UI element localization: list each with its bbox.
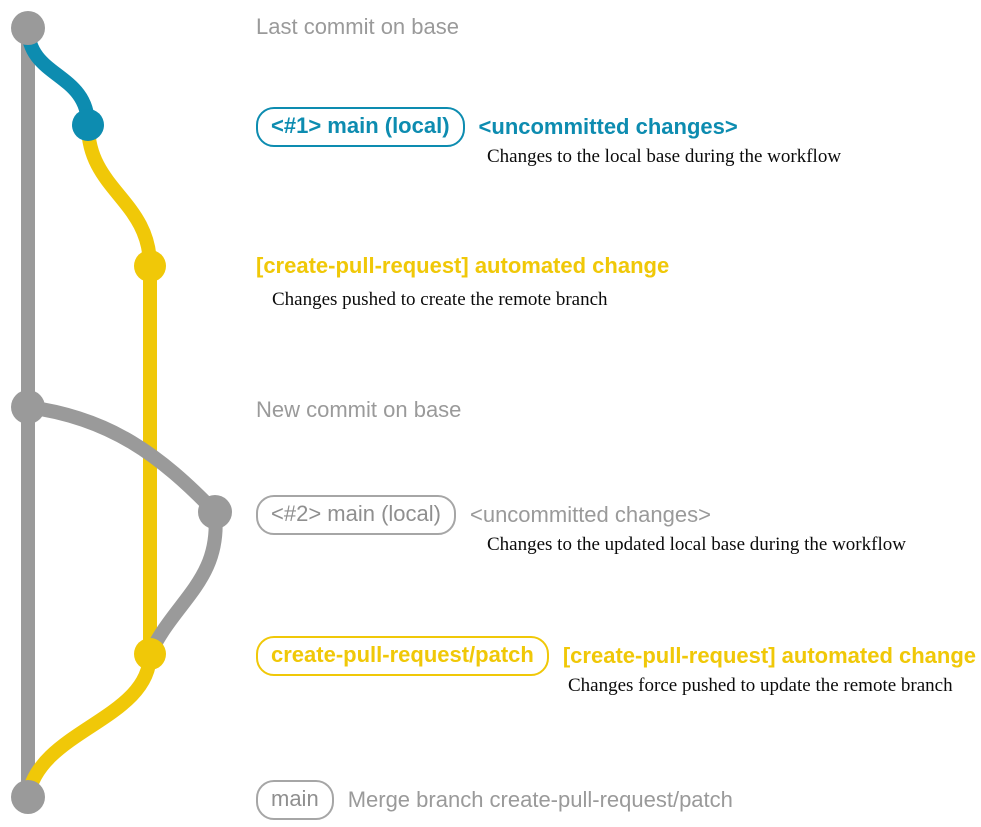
label-automated-change-1: [create-pull-request] automated change — [256, 253, 670, 278]
commit-node-merge[interactable] — [11, 780, 45, 814]
edge-local-branch — [21, 21, 95, 132]
badge-main-local-2[interactable]: <#2> main (local) — [256, 495, 456, 535]
message-uncommitted-changes-1: <uncommitted changes> — [478, 114, 738, 139]
note-updated-local-base-changes: Changes to the updated local base during… — [487, 534, 906, 555]
label-new-commit-on-base: New commit on base — [256, 397, 462, 422]
row-merge-commit: main Merge branch create-pull-request/pa… — [256, 780, 733, 820]
badge-main-local-1[interactable]: <#1> main (local) — [256, 107, 465, 147]
badge-main[interactable]: main — [256, 780, 334, 820]
commit-node-local-1[interactable] — [72, 109, 104, 141]
note-local-base-changes: Changes to the local base during the wor… — [487, 146, 842, 167]
edge-patch-from-local — [81, 118, 157, 273]
commit-node-local-2[interactable] — [198, 495, 232, 529]
commit-node-base-top[interactable] — [11, 11, 45, 45]
edge-patch-merge-to-main — [21, 647, 157, 804]
message-automated-change-2: [create-pull-request] automated change — [562, 643, 977, 668]
badge-create-pull-request-patch[interactable]: create-pull-request/patch — [256, 636, 549, 676]
row-uncommitted-1: <#1> main (local) <uncommitted changes> — [256, 107, 738, 147]
commit-node-base-new[interactable] — [11, 390, 45, 424]
message-uncommitted-changes-2: <uncommitted changes> — [469, 502, 711, 527]
row-uncommitted-2: <#2> main (local) <uncommitted changes> — [256, 495, 711, 535]
row-automated-change-2: create-pull-request/patch [create-pull-r… — [256, 636, 976, 676]
label-last-commit-on-base: Last commit on base — [256, 14, 459, 39]
note-force-pushed-update-remote-branch: Changes force pushed to update the remot… — [568, 675, 953, 696]
edge-base-to-local2 — [21, 400, 222, 519]
commit-node-patch-1[interactable] — [134, 250, 166, 282]
edge-local2-to-patch2 — [143, 505, 223, 661]
message-merge-branch: Merge branch create-pull-request/patch — [347, 787, 733, 812]
note-pushed-create-remote-branch: Changes pushed to create the remote bran… — [272, 289, 608, 310]
commit-node-patch-2[interactable] — [134, 638, 166, 670]
